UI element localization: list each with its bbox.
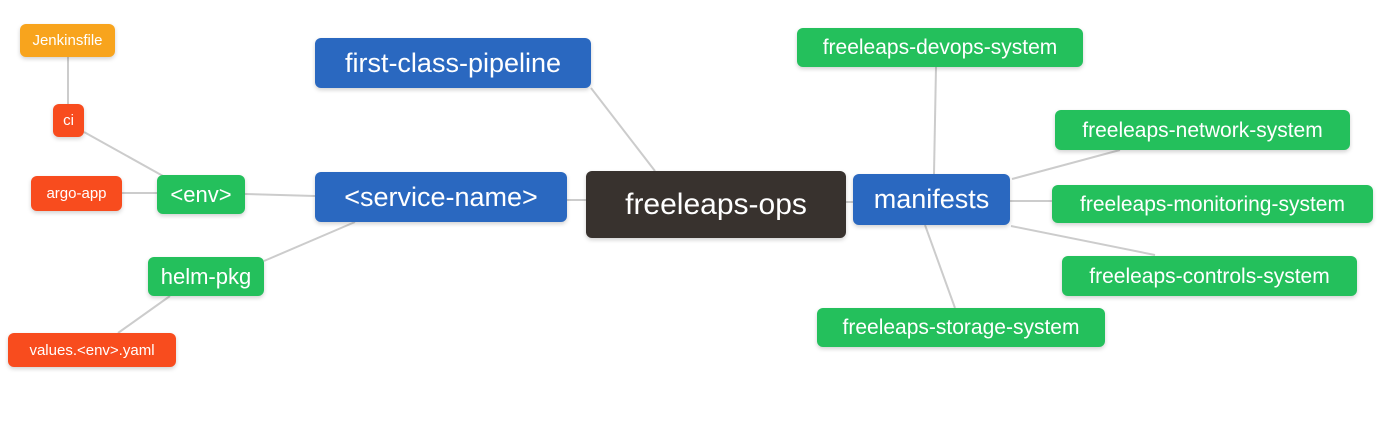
node-freeleaps-monitoring-system[interactable]: freeleaps-monitoring-system	[1052, 185, 1373, 223]
node-freeleaps-ops-root[interactable]: freeleaps-ops	[586, 171, 846, 238]
node-freeleaps-network-system[interactable]: freeleaps-network-system	[1055, 110, 1350, 150]
edge-manifests-controls	[1010, 225, 1156, 256]
node-ci[interactable]: ci	[53, 104, 84, 137]
node-values-env-yaml[interactable]: values.<env>.yaml	[8, 333, 176, 367]
node-first-class-pipeline[interactable]: first-class-pipeline	[315, 38, 591, 88]
edge-env-service-name	[244, 193, 316, 197]
edge-manifests-network	[1011, 149, 1121, 180]
node-helm-pkg[interactable]: helm-pkg	[148, 257, 264, 296]
node-freeleaps-storage-system[interactable]: freeleaps-storage-system	[817, 308, 1105, 347]
edge-service-name-helm-pkg	[263, 221, 356, 262]
edge-pipeline-root	[590, 87, 656, 172]
node-manifests[interactable]: manifests	[853, 174, 1010, 225]
node-env[interactable]: <env>	[157, 175, 245, 214]
edge-manifests-devops	[933, 66, 937, 175]
edge-ci-env	[83, 131, 164, 177]
node-argo-app[interactable]: argo-app	[31, 176, 122, 211]
edge-helm-pkg-values	[117, 295, 171, 334]
node-service-name[interactable]: <service-name>	[315, 172, 567, 222]
node-freeleaps-controls-system[interactable]: freeleaps-controls-system	[1062, 256, 1357, 296]
edge-manifests-storage	[924, 224, 956, 309]
node-freeleaps-devops-system[interactable]: freeleaps-devops-system	[797, 28, 1083, 67]
node-jenkinsfile[interactable]: Jenkinsfile	[20, 24, 115, 57]
